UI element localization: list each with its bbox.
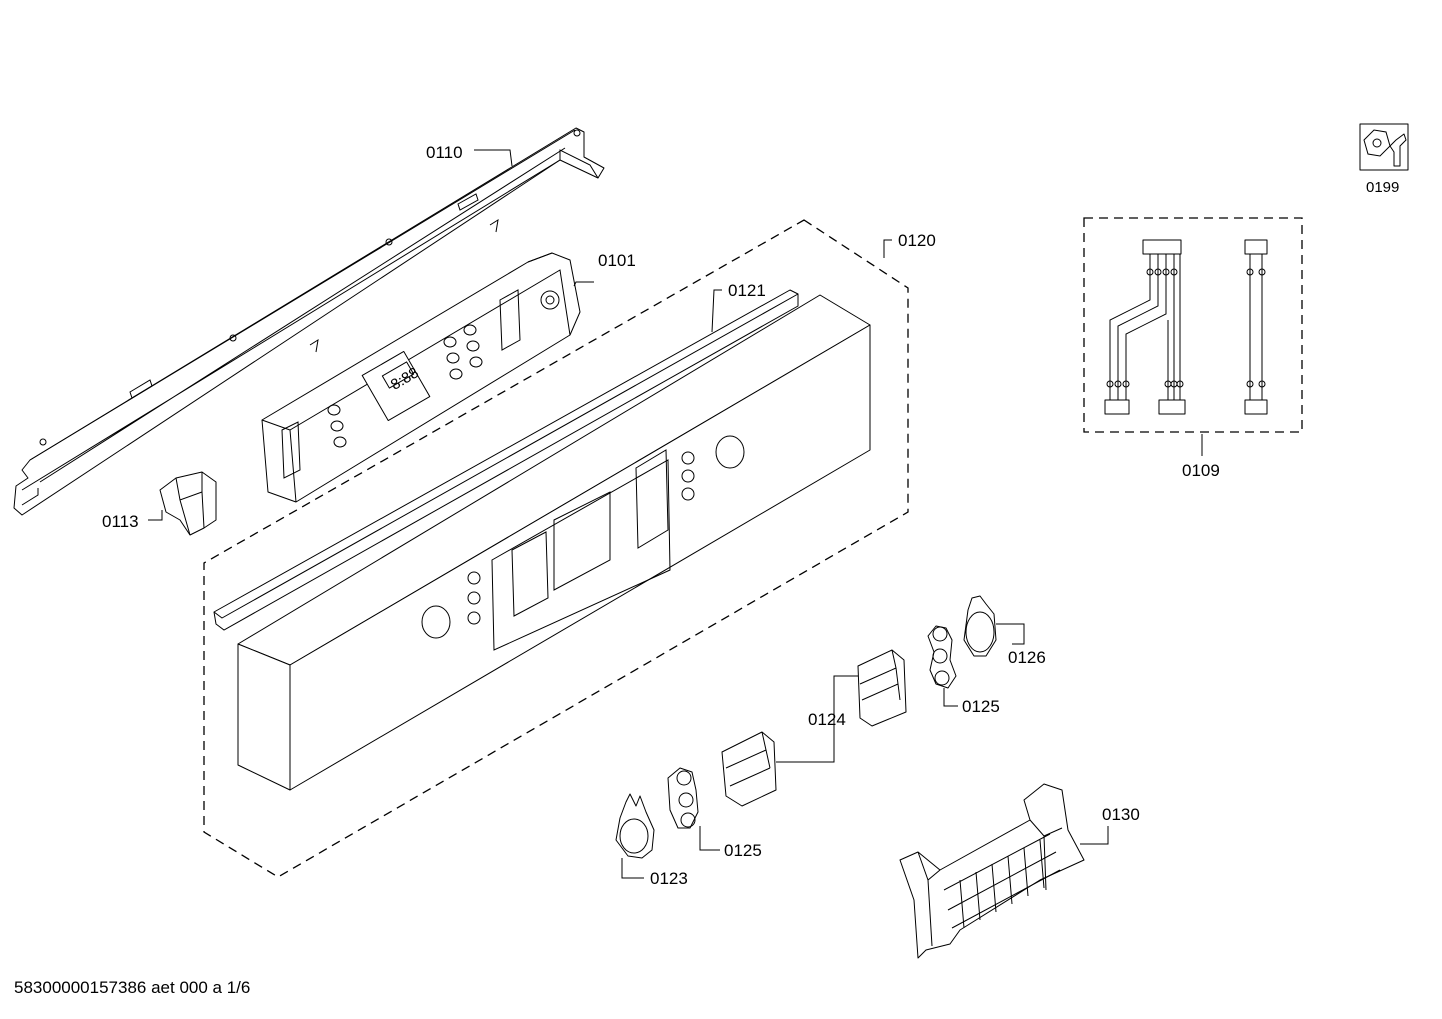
part-0124-key-block-upper [857,649,907,727]
label-0125-upper: 0125 [962,697,1000,716]
document-id-footer: 58300000157386 aet 000 a 1/6 [14,978,251,997]
part-0123-knob [615,793,655,859]
label-0121: 0121 [728,281,766,300]
part-labels: 0110 0101 0120 0121 0113 0109 0199 0126 … [102,143,1399,888]
part-0130-bracket [899,783,1085,959]
part-0110-rail [13,127,605,516]
wrench-nut-icon [1359,123,1409,171]
part-0126-knob [963,595,997,657]
part-control-panel [237,294,871,791]
part-0124-key-block-lower [721,731,777,807]
label-0199: 0199 [1366,179,1399,196]
label-0120: 0120 [898,231,936,250]
label-0124: 0124 [808,710,846,729]
part-0113-clip [159,471,217,536]
part-0101-control-module: 8:88 [261,252,581,503]
part-0109-harness [1083,217,1303,433]
label-0125-lower: 0125 [724,841,762,860]
label-0110: 0110 [426,143,463,162]
label-0123: 0123 [650,869,688,888]
leader-lines [148,149,1203,879]
assembly-0120-boundary [203,219,909,878]
label-0109: 0109 [1182,461,1220,480]
part-0125-buttons-upper [927,625,957,689]
label-0113: 0113 [102,512,139,531]
label-0126: 0126 [1008,648,1046,667]
part-0121-seal [213,289,799,631]
label-0130: 0130 [1102,805,1140,824]
part-0125-buttons-lower [667,767,699,829]
label-0101: 0101 [598,251,636,270]
